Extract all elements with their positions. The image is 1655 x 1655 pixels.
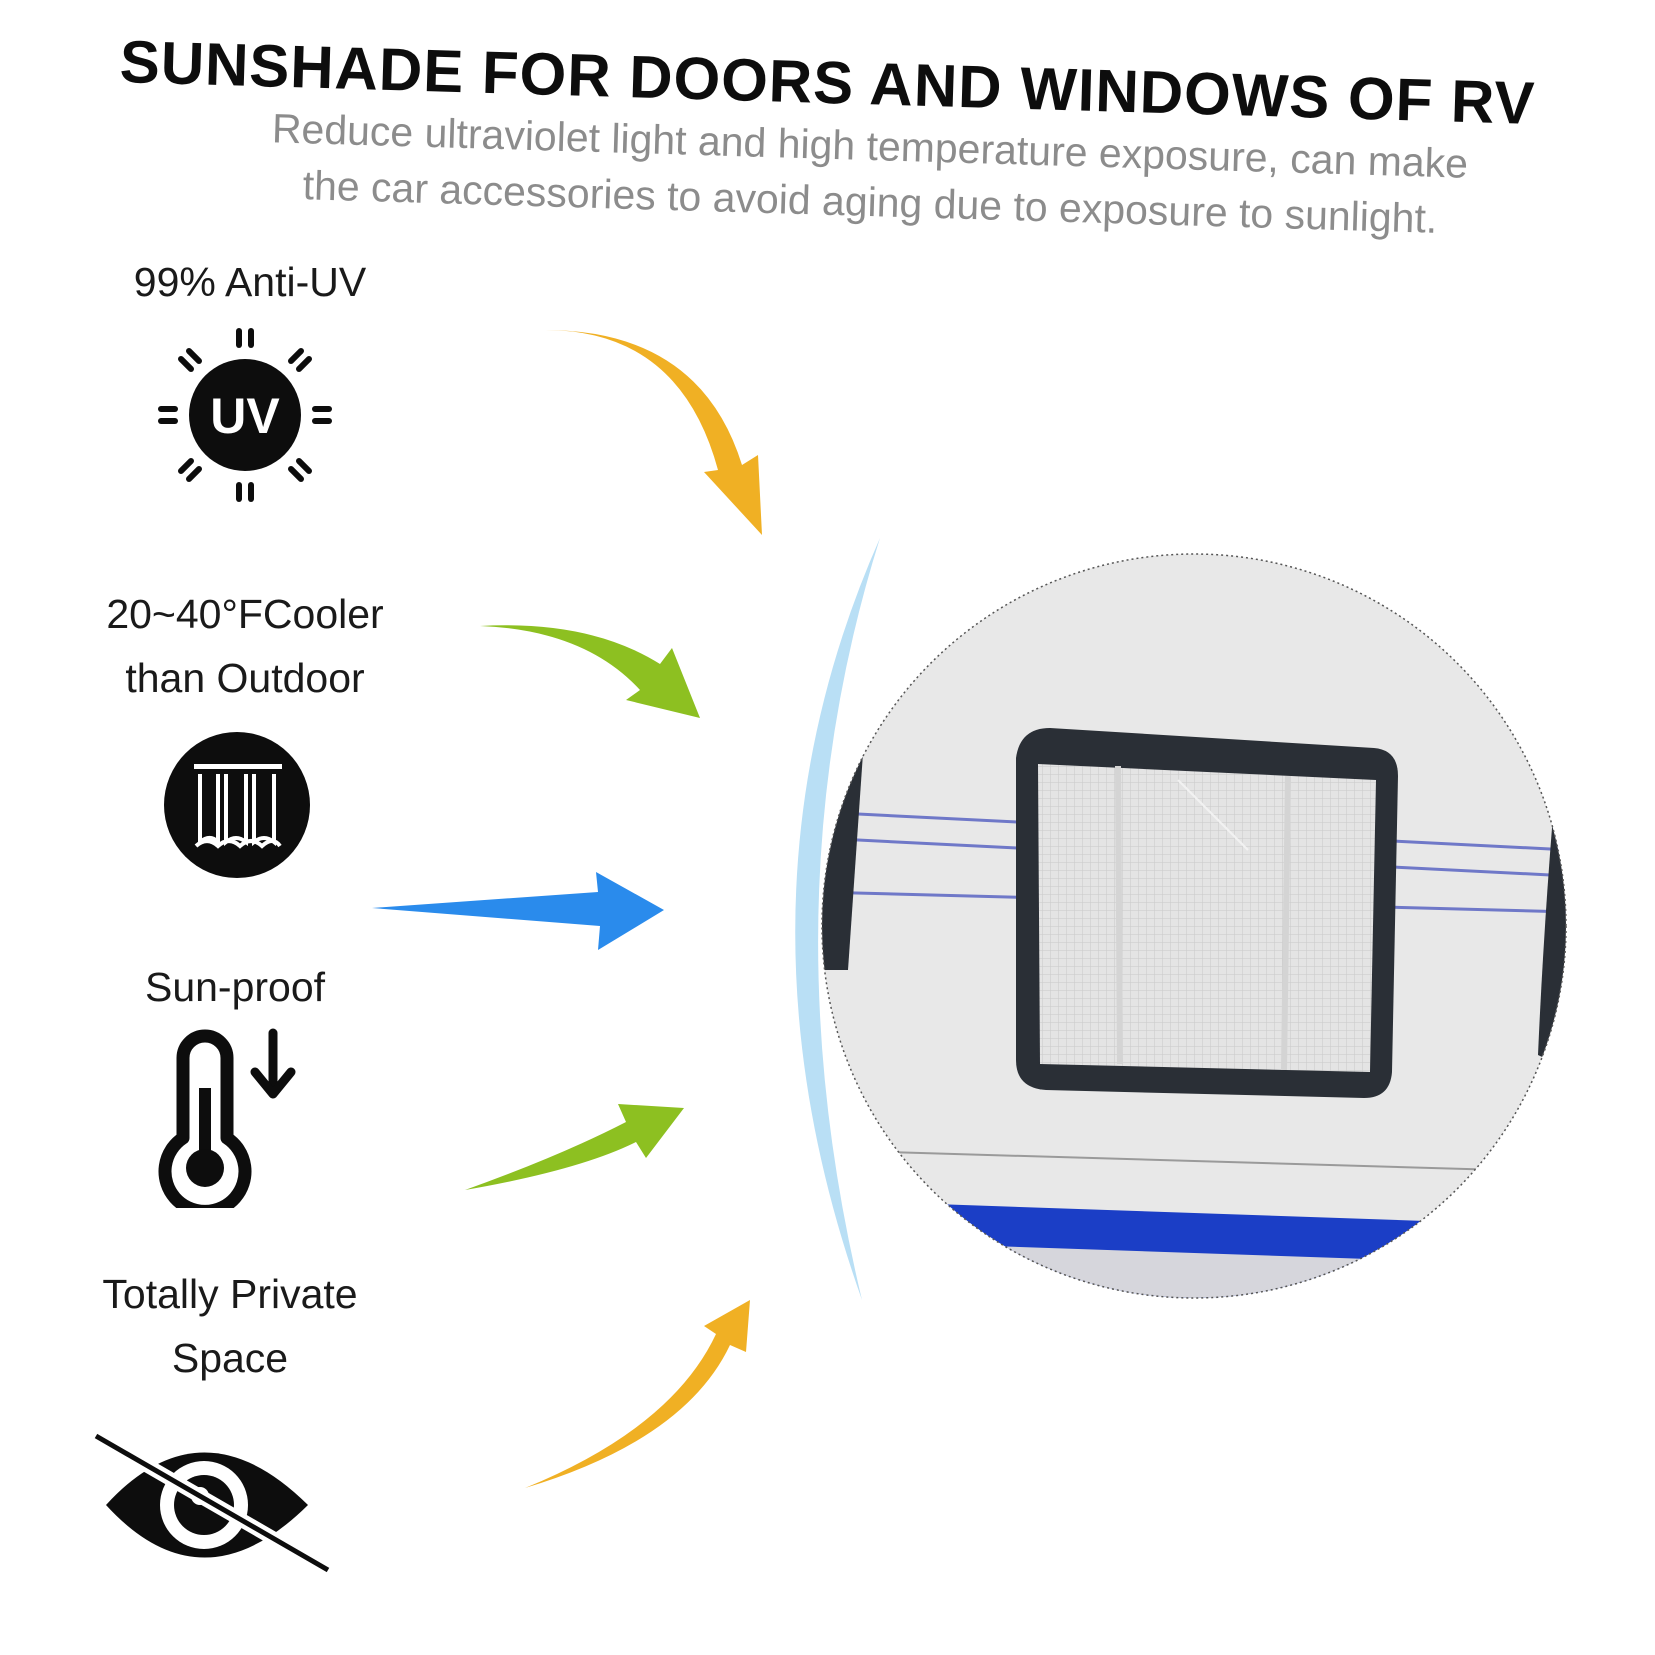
rv-window-photo	[818, 550, 1570, 1302]
curtain-icon	[162, 730, 312, 880]
feature-label-cooler-line-1: 20~40°FCooler	[106, 591, 384, 637]
arrow-orange-bottom	[525, 1300, 750, 1488]
feature-label-anti-uv: 99% Anti-UV	[133, 259, 367, 305]
arrow-orange-top	[545, 330, 762, 535]
arrow-green-lower	[465, 1104, 684, 1190]
uv-sun-icon: UV	[155, 325, 335, 505]
light-blue-arc	[795, 538, 880, 1300]
feature-label-privacy-line-1: Totally Private	[102, 1271, 358, 1317]
eye-crossed-icon	[92, 1410, 342, 1580]
thermometer-down-icon	[155, 1028, 305, 1208]
feature-label-cooler-line-2: than Outdoor	[125, 655, 365, 701]
arrow-blue-middle	[372, 872, 664, 950]
feature-label-privacy-line-2: Space	[171, 1335, 289, 1381]
uv-icon-text: UV	[210, 388, 280, 444]
arrow-green-upper	[480, 625, 700, 718]
feature-label-sun-proof: Sun-proof	[144, 964, 326, 1010]
